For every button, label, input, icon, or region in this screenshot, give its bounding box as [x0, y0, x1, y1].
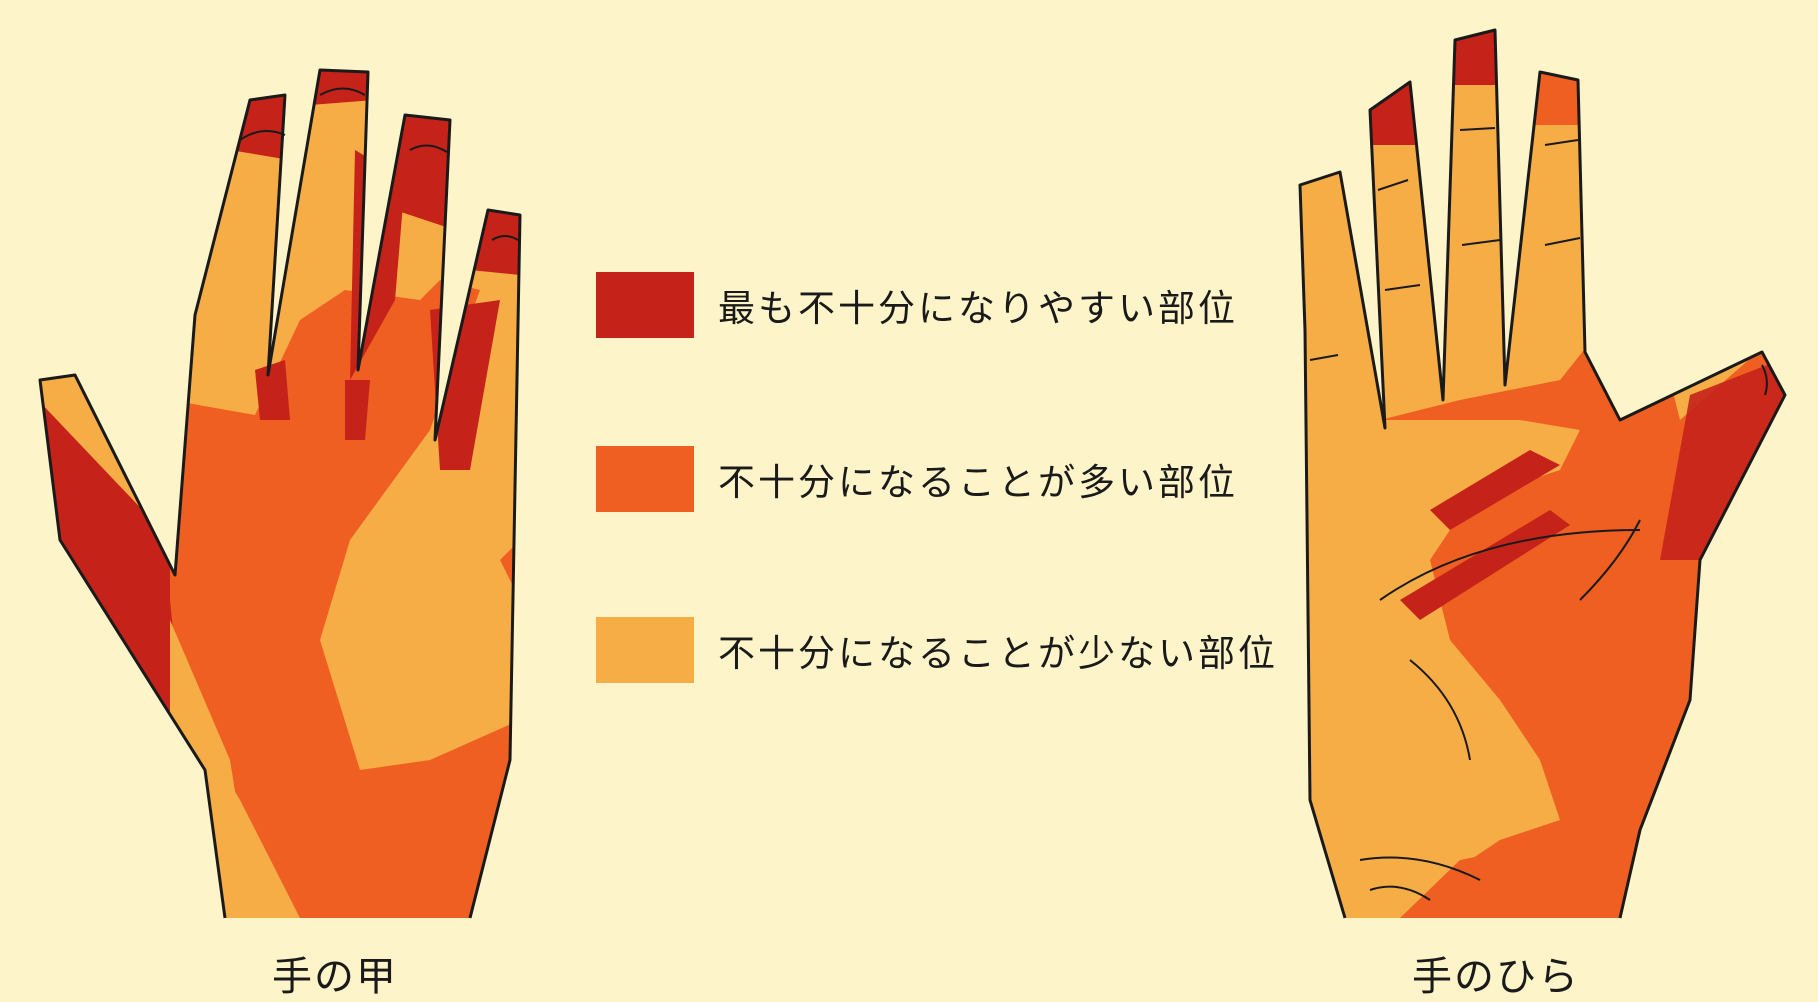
caption-back-of-hand: 手の甲	[272, 954, 398, 1000]
legend-label-most: 最も不十分になりやすい部位	[718, 287, 1238, 330]
legend-swatch-most	[596, 272, 694, 338]
legend-swatch-often	[596, 446, 694, 512]
legend-row-less: 不十分になることが少ない部位	[596, 617, 1278, 683]
legend-row-most: 最も不十分になりやすい部位	[596, 272, 1238, 338]
palm-illustration	[1298, 28, 1787, 919]
legend-row-often: 不十分になることが多い部位	[596, 446, 1238, 512]
legend-swatch-less	[596, 617, 694, 683]
back-of-hand-illustration	[38, 68, 522, 919]
caption-palm: 手のひら	[1412, 954, 1580, 1000]
legend-label-less: 不十分になることが少ない部位	[718, 632, 1278, 675]
legend-label-often: 不十分になることが多い部位	[718, 461, 1238, 504]
